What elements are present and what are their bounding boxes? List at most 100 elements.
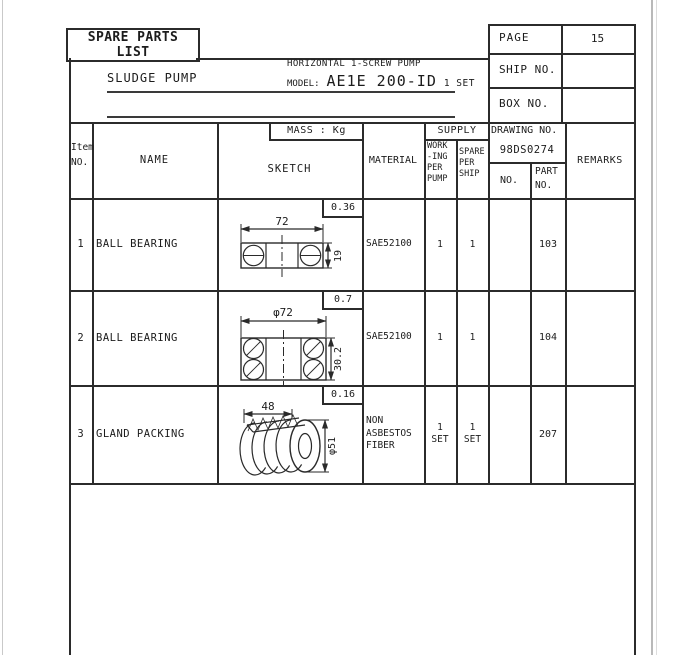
grid-line xyxy=(322,308,364,310)
col-header-no: NO. xyxy=(499,174,519,186)
row3-part-no: 207 xyxy=(538,428,558,440)
page-edge-line xyxy=(651,0,653,655)
box-no-label: BOX NO. xyxy=(499,97,549,110)
grid-line xyxy=(488,53,636,55)
part-no-line1: PART xyxy=(535,166,558,177)
row3-material: NON ASBESTOS FIBER xyxy=(366,414,412,452)
col-header-mass: MASS : Kg xyxy=(287,125,346,136)
ship-no-label: SHIP NO. xyxy=(499,63,556,76)
row3-working-per-pump: 1 SET xyxy=(424,385,456,483)
pump-name: SLUDGE PUMP xyxy=(107,71,198,85)
grid-line xyxy=(69,385,636,387)
grid-line xyxy=(322,290,324,308)
model-suffix: 1 SET xyxy=(443,78,475,89)
grid-line xyxy=(488,162,567,164)
grid-line xyxy=(424,122,426,483)
row3-mass: 0.16 xyxy=(330,388,356,400)
grid-line xyxy=(69,290,636,292)
spare-line: PER xyxy=(459,158,475,169)
col-header-working-per-pump: WORK -ING PER PUMP xyxy=(427,141,447,185)
row1-material: SAE52100 xyxy=(366,237,412,249)
grid-line xyxy=(322,198,324,216)
row3-no xyxy=(488,385,530,483)
grid-line xyxy=(69,122,636,124)
row3-item-no: 3 xyxy=(77,428,84,440)
row1-sketch-ball-bearing: 72 19 xyxy=(240,215,344,277)
grid-line xyxy=(322,403,364,405)
grid-line xyxy=(424,139,490,141)
grid-line xyxy=(217,122,219,483)
col-header-spare-per-ship: SPARE PER SHIP xyxy=(459,147,485,180)
page-edge-line xyxy=(656,0,657,655)
row1-item-no: 1 xyxy=(77,238,84,250)
row2-mass: 0.7 xyxy=(333,293,353,305)
grid-line xyxy=(322,216,364,218)
model-label: MODEL: xyxy=(287,79,320,89)
page-edge-line xyxy=(2,0,3,655)
row3-height-dim: φ51 xyxy=(327,437,338,455)
grid-line xyxy=(269,122,271,139)
grid-line xyxy=(565,122,567,483)
model-value: AE1E 200-ID xyxy=(326,72,437,90)
part-no-line2: NO. xyxy=(535,179,553,191)
row3-spare-per-ship: 1 SET xyxy=(456,385,489,483)
grid-line xyxy=(322,385,324,403)
row3-working-per-pump-value: 1 SET xyxy=(431,421,449,445)
col-header-remarks: REMARKS xyxy=(577,154,623,166)
row1-mass: 0.36 xyxy=(330,201,356,213)
model-line: MODEL: AE1E 200-ID 1 SET xyxy=(287,72,475,90)
page-title: SPARE PARTS LIST xyxy=(66,28,200,62)
grid-line xyxy=(362,122,364,483)
work-line: PER xyxy=(427,163,443,174)
page-value: 15 xyxy=(590,32,605,45)
grid-line xyxy=(92,122,94,483)
col-header-sketch: SKETCH xyxy=(267,162,312,175)
col-header-item: Item NO. xyxy=(71,141,94,170)
row1-working-per-pump: 1 xyxy=(437,238,443,250)
grid-line xyxy=(634,24,636,655)
row1-remarks xyxy=(565,198,635,290)
header-underline xyxy=(107,91,455,93)
row1-spare-per-ship: 1 xyxy=(469,238,476,250)
page-label: PAGE xyxy=(499,31,530,44)
grid-line xyxy=(488,24,636,26)
row2-item-no: 2 xyxy=(77,331,84,344)
col-header-name: NAME xyxy=(139,154,170,166)
work-line: -ING xyxy=(427,152,448,163)
row2-material: SAE52100 xyxy=(366,331,412,343)
row3-remarks xyxy=(565,385,635,483)
spare-line: SHIP xyxy=(459,169,480,180)
col-header-material: MATERIAL xyxy=(368,154,418,166)
row2-remarks xyxy=(565,290,635,385)
spare-line: SPARE xyxy=(459,147,485,157)
row1-width-dim: 72 xyxy=(275,215,288,228)
row2-height-dim: 30.2 xyxy=(333,347,344,371)
row2-part-no: 104 xyxy=(538,332,558,343)
row2-spare-per-ship: 1 xyxy=(469,332,476,343)
box-no-value xyxy=(561,87,634,122)
drawing-no-value: 98DS0274 xyxy=(499,144,555,156)
col-header-part-no: PART NO. xyxy=(535,165,558,193)
grid-line xyxy=(456,139,458,483)
row2-name: BALL BEARING xyxy=(96,331,178,344)
row2-working-per-pump: 1 xyxy=(437,332,443,343)
row2-sketch-ball-bearing: φ72 30.2 xyxy=(240,306,344,387)
row3-sketch-gland-packing: 48 φ51 xyxy=(239,400,338,476)
grid-line xyxy=(561,24,563,122)
grid-line xyxy=(69,483,636,485)
row2-no xyxy=(488,290,530,385)
row1-part-no: 103 xyxy=(538,238,558,250)
pump-type: HORIZONTAL 1-SCREW PUMP xyxy=(287,59,421,69)
row2-width-dim: φ72 xyxy=(273,306,293,319)
row1-height-dim: 19 xyxy=(333,250,344,262)
row1-name: BALL BEARING xyxy=(96,238,178,250)
work-line: WORK xyxy=(427,141,448,151)
grid-line xyxy=(69,198,636,200)
work-line: PUMP xyxy=(427,174,448,185)
row3-name: GLAND PACKING xyxy=(96,428,185,440)
drawing-no-label: DRAWING NO. xyxy=(491,125,558,136)
grid-line xyxy=(488,24,490,483)
header-underline xyxy=(107,116,455,118)
grid-line xyxy=(69,58,71,655)
